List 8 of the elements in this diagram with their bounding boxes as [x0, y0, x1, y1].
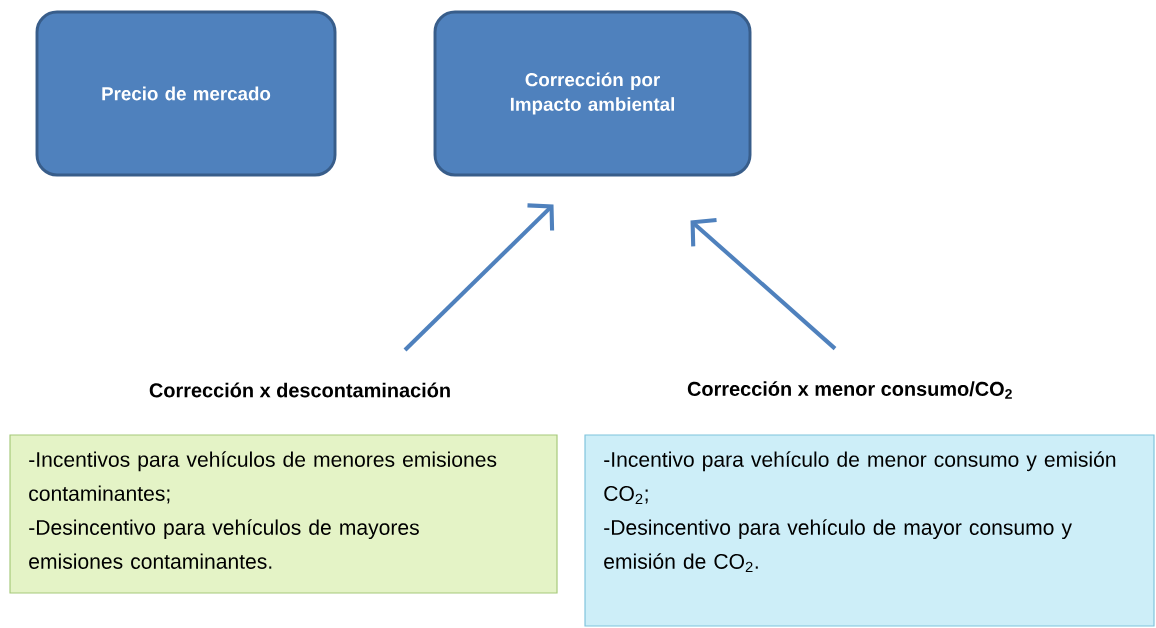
process-box: Corrección por Impacto ambiental: [433, 10, 752, 177]
arrow: [403, 203, 555, 352]
heading: Corrección x descontaminación: [149, 382, 450, 398]
process-box: Precio de mercado: [35, 10, 337, 177]
arrow: [690, 218, 837, 351]
text-box: -Incentivo para vehículo de menor consumo y emisión CO$_{2}$; -Desincentivo para vehículo de mayor consumo y emisión de CO$_{2}$.: [584, 434, 1155, 627]
heading: Corrección x menor consumo/CO$_{2}$: [687, 381, 1012, 399]
text-box: -Incentivos para vehículos de menores emisiones contaminantes; -Desincentivo para vehículos de mayores emisiones contaminantes.: [9, 434, 558, 594]
